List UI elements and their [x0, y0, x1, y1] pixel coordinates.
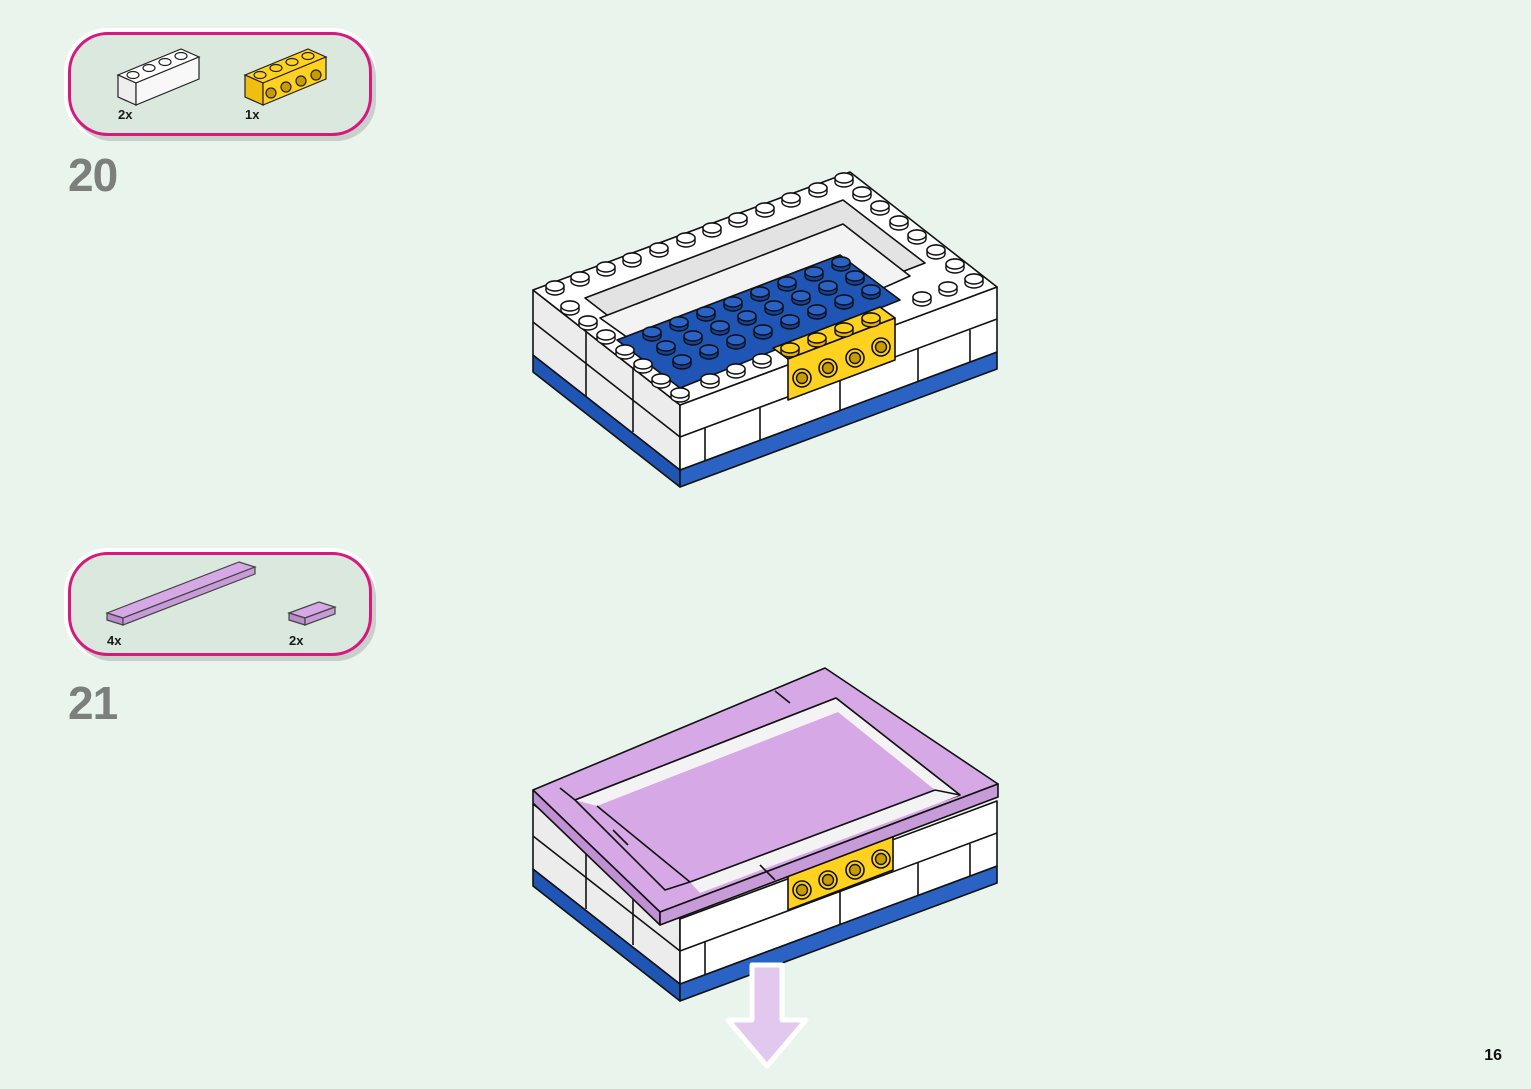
yellow-technic-brick-icon — [243, 48, 328, 106]
white-brick-icon — [116, 48, 201, 106]
step-number-21: 21 — [68, 677, 118, 729]
part-count-yellow-brick: 1x — [245, 107, 260, 122]
long-lavender-tile-icon — [105, 561, 257, 626]
part-count-short-tile: 2x — [289, 633, 304, 648]
parts-callout-step-20: 2x 1x — [68, 32, 372, 136]
step-number-20: 20 — [68, 149, 118, 201]
step-21-model — [532, 667, 999, 1002]
part-count-white-brick: 2x — [118, 107, 133, 122]
parts-illustration — [105, 561, 337, 626]
parts-illustration — [116, 48, 328, 106]
short-lavender-tile-icon — [287, 601, 337, 626]
step-20-model — [532, 171, 998, 488]
part-count-long-tile: 4x — [107, 633, 122, 648]
page-number: 16 — [1484, 1047, 1502, 1064]
next-step-arrow-icon — [725, 962, 809, 1069]
parts-callout-step-21: 4x 2x — [68, 552, 372, 656]
